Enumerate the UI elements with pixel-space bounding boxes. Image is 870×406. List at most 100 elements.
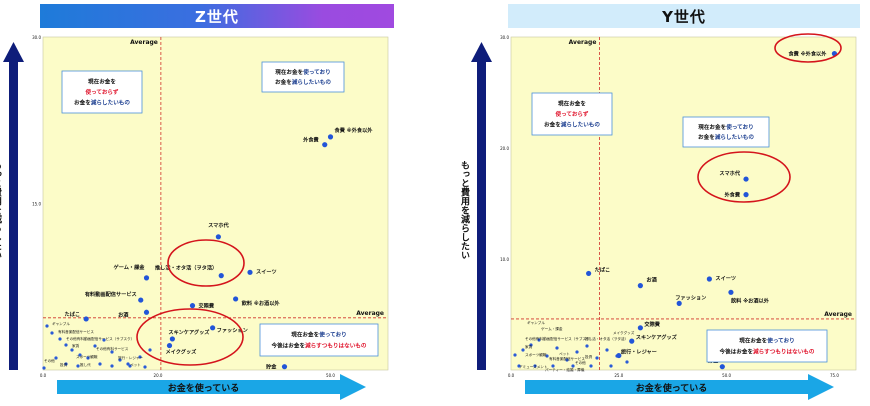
annotation-segment: お金を: [74, 99, 91, 107]
data-point-label: 推し活・オタ活（ヲタ活）: [155, 264, 217, 272]
annotation-segment: 減らしたいもの: [292, 78, 332, 86]
annotation-line: お金を減らしたいもの: [698, 133, 754, 141]
minor-point-label: 家賃: [72, 343, 80, 348]
data-point-label: スキンケアグッズ: [168, 328, 210, 336]
data-point: [743, 176, 749, 182]
data-point-label: 食費 ※外食以外: [787, 50, 827, 58]
minor-data-point: [533, 364, 537, 368]
minor-data-point: [625, 360, 629, 364]
annotation-line: 今後はお金を減らすつもりはないもの: [271, 341, 367, 349]
minor-data-point: [110, 350, 114, 354]
annotation-segment: 現在お金を: [88, 78, 116, 86]
annotation-segment: 現在お金を: [558, 100, 586, 108]
data-point: [719, 364, 725, 370]
data-point-label: 飲料 ※お酒以外: [241, 299, 281, 307]
data-point: [322, 142, 328, 148]
annotation-line: お金を減らしたいもの: [544, 121, 600, 129]
data-point-label: ゲーム・課金: [114, 263, 146, 271]
data-point: [281, 364, 288, 370]
minor-point-label: その他有料サービス: [96, 346, 129, 351]
data-point-label: スマホ代: [719, 169, 740, 177]
y-tick-label: 10.0: [500, 257, 509, 262]
data-point: [637, 325, 643, 331]
minor-point-label: その他有料動画配信サービス（サブスク）: [525, 336, 593, 341]
minor-point-label: ゲーム・課金: [541, 326, 563, 331]
minor-point-label: 旅行・レジャー: [118, 355, 143, 360]
highlight-circle: [136, 308, 244, 366]
minor-data-point: [517, 364, 521, 368]
annotation-segment: 減らすつもりはないもの: [753, 347, 815, 355]
data-point-label: 貯金: [266, 363, 277, 371]
data-point: [616, 352, 622, 359]
data-point-label: たばこ: [65, 310, 81, 318]
data-point: [586, 270, 592, 277]
minor-point-label: その他: [575, 360, 586, 365]
x-tick-label: 0.0: [508, 373, 515, 378]
data-point: [247, 269, 253, 275]
annotation-segment: 現在お金を: [698, 123, 726, 131]
annotation-segment: 減らしたいもの: [91, 99, 131, 107]
annotation-line: 使っておらず: [84, 88, 118, 96]
minor-data-point: [78, 353, 82, 357]
x-tick-label: 0.0: [40, 373, 47, 378]
data-point: [743, 192, 749, 198]
minor-data-point: [98, 362, 102, 366]
chart-title: Y世代: [508, 4, 860, 28]
average-label-horizontal: Average: [824, 311, 852, 318]
minor-point-label: メイクグッズ: [613, 330, 635, 335]
annotation-line: 現在お金を: [558, 100, 586, 108]
x-axis-label: お金を使っている: [168, 382, 240, 394]
y-tick-label: 20.0: [500, 146, 509, 151]
data-point: [83, 316, 89, 322]
average-label-vertical: Average: [569, 39, 597, 46]
annotation-line: 現在お金を使っており: [291, 331, 347, 339]
data-point-label: 飲料 ※お酒以外: [730, 296, 770, 304]
y-axis-arrow-shaft: [9, 60, 18, 370]
average-label-vertical: Average: [130, 39, 158, 46]
annotation-segment: 現在お金を: [291, 331, 319, 339]
minor-data-point: [521, 348, 525, 352]
annotation-segment: 使っておらず: [84, 88, 118, 96]
minor-point-label: 有料音楽配信サービス: [58, 329, 94, 334]
data-point: [143, 309, 150, 315]
minor-data-point: [551, 364, 555, 368]
annotation-box: [682, 116, 770, 148]
annotation-segment: 使っており: [725, 123, 754, 131]
annotation-segment: 減らしたいもの: [715, 133, 755, 141]
y-axis-arrow-shaft: [477, 60, 486, 370]
minor-data-point: [54, 356, 58, 360]
minor-point-label: ペット: [559, 352, 570, 356]
annotation-line: お金を減らしたいもの: [74, 99, 130, 107]
data-point: [189, 303, 196, 309]
annotation-segment: 現在お金を: [739, 337, 767, 345]
minor-data-point: [110, 364, 114, 368]
minor-data-point: [589, 364, 593, 368]
annotation-box: [531, 92, 613, 136]
minor-point-label: パーティー・結婚・葬儀: [545, 367, 585, 372]
data-point: [169, 336, 175, 342]
annotation-segment: 使っておらず: [554, 110, 588, 118]
data-point: [143, 275, 150, 281]
data-point: [166, 342, 173, 349]
minor-data-point: [86, 356, 90, 360]
x-axis-arrow-head: [340, 374, 366, 400]
minor-data-point: [45, 324, 49, 328]
x-tick-label: 50.0: [722, 373, 731, 378]
minor-data-point: [64, 343, 68, 347]
data-point-label: 外食費: [724, 191, 740, 199]
data-point: [215, 234, 221, 240]
data-point-label: たばこ: [595, 265, 611, 273]
data-point-label: 食費 ※外食以外: [334, 126, 374, 134]
highlight-circle: [697, 151, 791, 203]
data-point: [728, 289, 734, 295]
minor-data-point: [58, 337, 62, 341]
minor-point-label: 有料音楽配信サービス: [549, 356, 585, 361]
data-point-label: お酒: [118, 310, 129, 318]
data-point-label: 旅行・レジャー: [620, 348, 657, 356]
annotation-box: [61, 70, 143, 114]
minor-data-point: [128, 364, 132, 368]
data-point-label: 交際費: [644, 320, 660, 328]
minor-point-label: 投資: [60, 362, 68, 367]
minor-data-point: [513, 353, 517, 357]
minor-data-point: [605, 348, 609, 352]
